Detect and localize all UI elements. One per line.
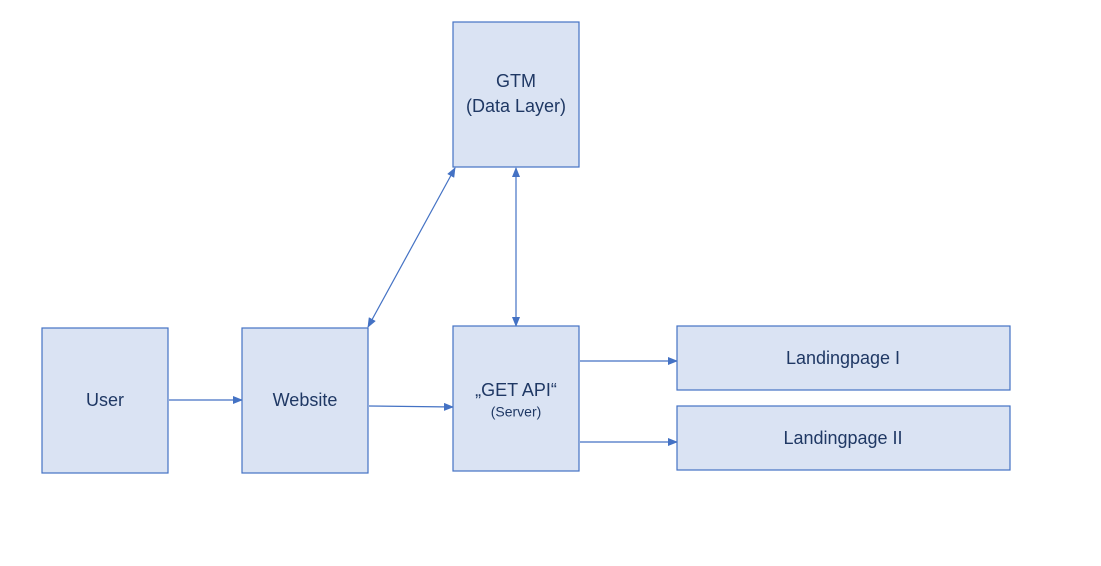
node-landingpage-2: Landingpage II [676,405,1011,471]
node-landingpage-2-box [676,405,1011,471]
node-user-label: User [86,390,124,410]
node-get-api: „GET API“ (Server) [452,325,580,472]
node-gtm-title: GTM [496,71,536,91]
node-get-api-title: „GET API“ [475,380,557,400]
node-gtm: GTM (Data Layer) [452,21,580,168]
node-gtm-subtitle: (Data Layer) [466,96,566,116]
node-website: Website [241,327,369,474]
edge-website-to-api [368,402,454,411]
edges [169,167,678,446]
node-landingpage-2-label: Landingpage II [783,428,902,448]
node-landingpage-1-label: Landingpage I [786,348,900,368]
node-landingpage-1-box [676,325,1011,391]
node-landingpage-1: Landingpage I [676,325,1011,391]
node-get-api-box [452,325,580,472]
node-website-label: Website [273,390,338,410]
node-user-box [41,327,169,474]
node-user: User [41,327,169,474]
node-gtm-box [452,21,580,168]
edge-website-gtm-bidirectional [367,167,456,328]
node-website-box [241,327,369,474]
node-get-api-subtitle: (Server) [491,404,542,420]
